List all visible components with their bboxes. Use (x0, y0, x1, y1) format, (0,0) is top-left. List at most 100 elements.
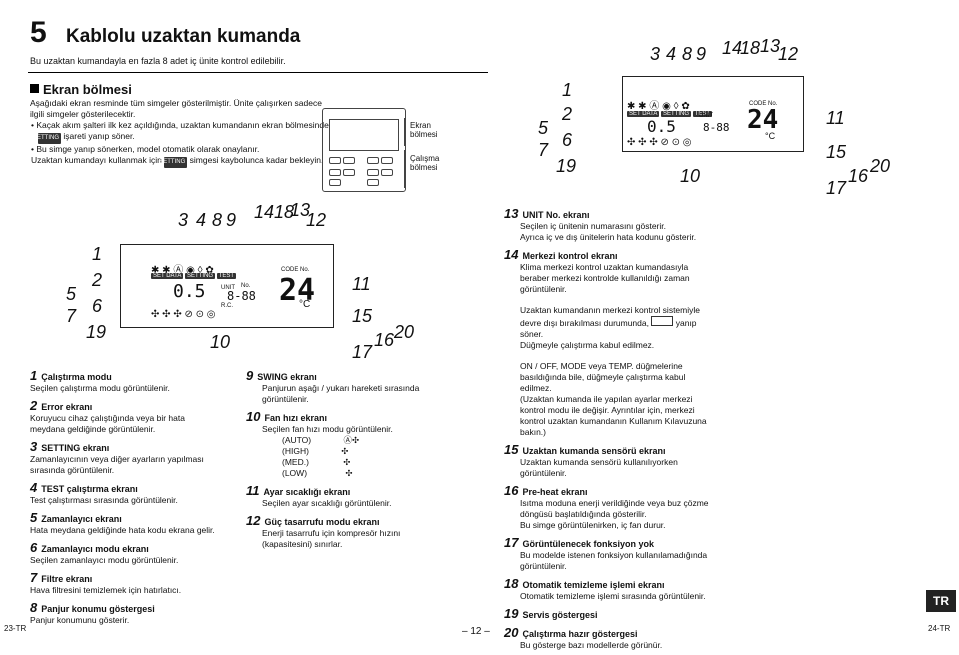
callout: 10 (680, 166, 701, 186)
callout: 18 (274, 202, 295, 222)
callout: 2 (92, 270, 103, 290)
no-label: No. (241, 283, 251, 289)
fan-auto-icon: Ⓐ✣ (343, 435, 360, 445)
intro-line: Aşağıdaki ekran resminde tüm simgeler gö… (30, 98, 322, 119)
callout: 13 (290, 200, 311, 220)
setting-tag: SETTING (33, 133, 62, 144)
lcd-labels: SET DATA SETTING TEST (627, 111, 713, 117)
fan-mode: (AUTO) Ⓐ✣ (282, 435, 360, 445)
callout: 19 (86, 322, 107, 342)
fan-low-icon: ✣ (345, 468, 353, 478)
callout: 15 (826, 142, 847, 162)
callout: 12 (306, 210, 327, 230)
remote-illustration (322, 108, 406, 192)
callout: 8 (682, 44, 693, 64)
setting-tag: SETTING (159, 157, 188, 168)
lcd-diagram-main: ✱ ✱ Ⓐ ◉ ◊ ✿ SET DATA SETTING TEST 0.5 UN… (120, 244, 334, 328)
callout: 16 (848, 166, 869, 186)
divider (28, 72, 488, 73)
intro-bullet: • Kaçak akım şalteri ilk kez açıldığında… (30, 120, 330, 144)
intro-text: Aşağıdaki ekran resminde tüm simgeler gö… (30, 98, 330, 168)
language-tab: TR (926, 590, 956, 612)
callout: 1 (562, 80, 573, 100)
remote-button (329, 169, 341, 176)
callout: 11 (826, 108, 845, 128)
callout: 15 (352, 306, 373, 326)
callout: 3 (178, 210, 189, 230)
remote-button (381, 157, 393, 164)
deg-label: °C (765, 131, 776, 141)
unit-label: UNIT (221, 285, 235, 291)
remote-button (367, 157, 379, 164)
central-icon (651, 316, 674, 326)
central-control-note: Uzaktan kumandanın merkezi kontrol siste… (520, 305, 700, 350)
remote-button (343, 169, 355, 176)
callout: 6 (92, 296, 103, 316)
page-right: 24-TR (928, 624, 951, 633)
callout: 2 (562, 104, 573, 124)
fan-med-icon: ✣ (343, 457, 351, 467)
chapter-title: Kablolu uzaktan kumanda (66, 26, 301, 47)
lcd-labels: SET DATA SETTING TEST (151, 273, 237, 279)
bracket-line (404, 118, 405, 146)
callout: 12 (778, 44, 799, 64)
unit-seg: 8-88 (703, 121, 730, 134)
label-ops: Çalışma bölmesi (410, 154, 440, 172)
chapter-number: 5 (30, 16, 47, 49)
intro-bullet: • Bu simge yanıp sönerken, model otomati… (31, 144, 260, 154)
fan-mode: (LOW) ✣ (282, 468, 353, 478)
timer-seg: 0.5 (173, 281, 206, 302)
fan-icons: ✣ ✣ ✣ ⊘ ⊙ ◎ (151, 309, 216, 320)
fan-high-icon: ✣ (341, 446, 349, 456)
callout: 7 (66, 306, 77, 326)
fan-mode: (HIGH) ✣ (282, 446, 349, 456)
fan-mode: (MED.) ✣ (282, 457, 351, 467)
callout: 17 (352, 342, 373, 362)
label-screen: Ekran bölmesi (410, 121, 438, 139)
callout: 9 (226, 210, 237, 230)
callout: 8 (212, 210, 223, 230)
callout: 4 (666, 44, 677, 64)
callout: 20 (394, 322, 415, 342)
callout: 19 (556, 156, 577, 176)
page-left: 23-TR (4, 624, 27, 633)
deg-label: °C (299, 299, 311, 310)
temp-display: 24 (747, 105, 779, 135)
callout: 7 (538, 140, 549, 160)
callout: 14 (254, 202, 275, 222)
temp-display: 24 (279, 273, 316, 308)
callout: 11 (352, 274, 371, 294)
unit-seg: 8-88 (227, 289, 256, 303)
code-label: CODE No. (281, 267, 310, 273)
remote-button (367, 179, 379, 186)
remote-screen (329, 119, 399, 151)
lcd-diagram-top: ✱ ✱ Ⓐ ◉ ◊ ✿ SET DATA SETTING TEST 0.5 UN… (622, 76, 804, 152)
callout: 13 (760, 36, 781, 56)
callout: 5 (66, 284, 77, 304)
mode-icons: ✱ ✱ Ⓐ ◉ ◊ ✿ (627, 101, 690, 112)
callout: 4 (196, 210, 207, 230)
mode-icons: ✱ ✱ Ⓐ ◉ ◊ ✿ (151, 265, 214, 276)
callout: 10 (210, 332, 231, 352)
remote-button (343, 157, 355, 164)
section-title: Ekran bölmesi (30, 82, 132, 97)
callout: 17 (826, 178, 847, 198)
